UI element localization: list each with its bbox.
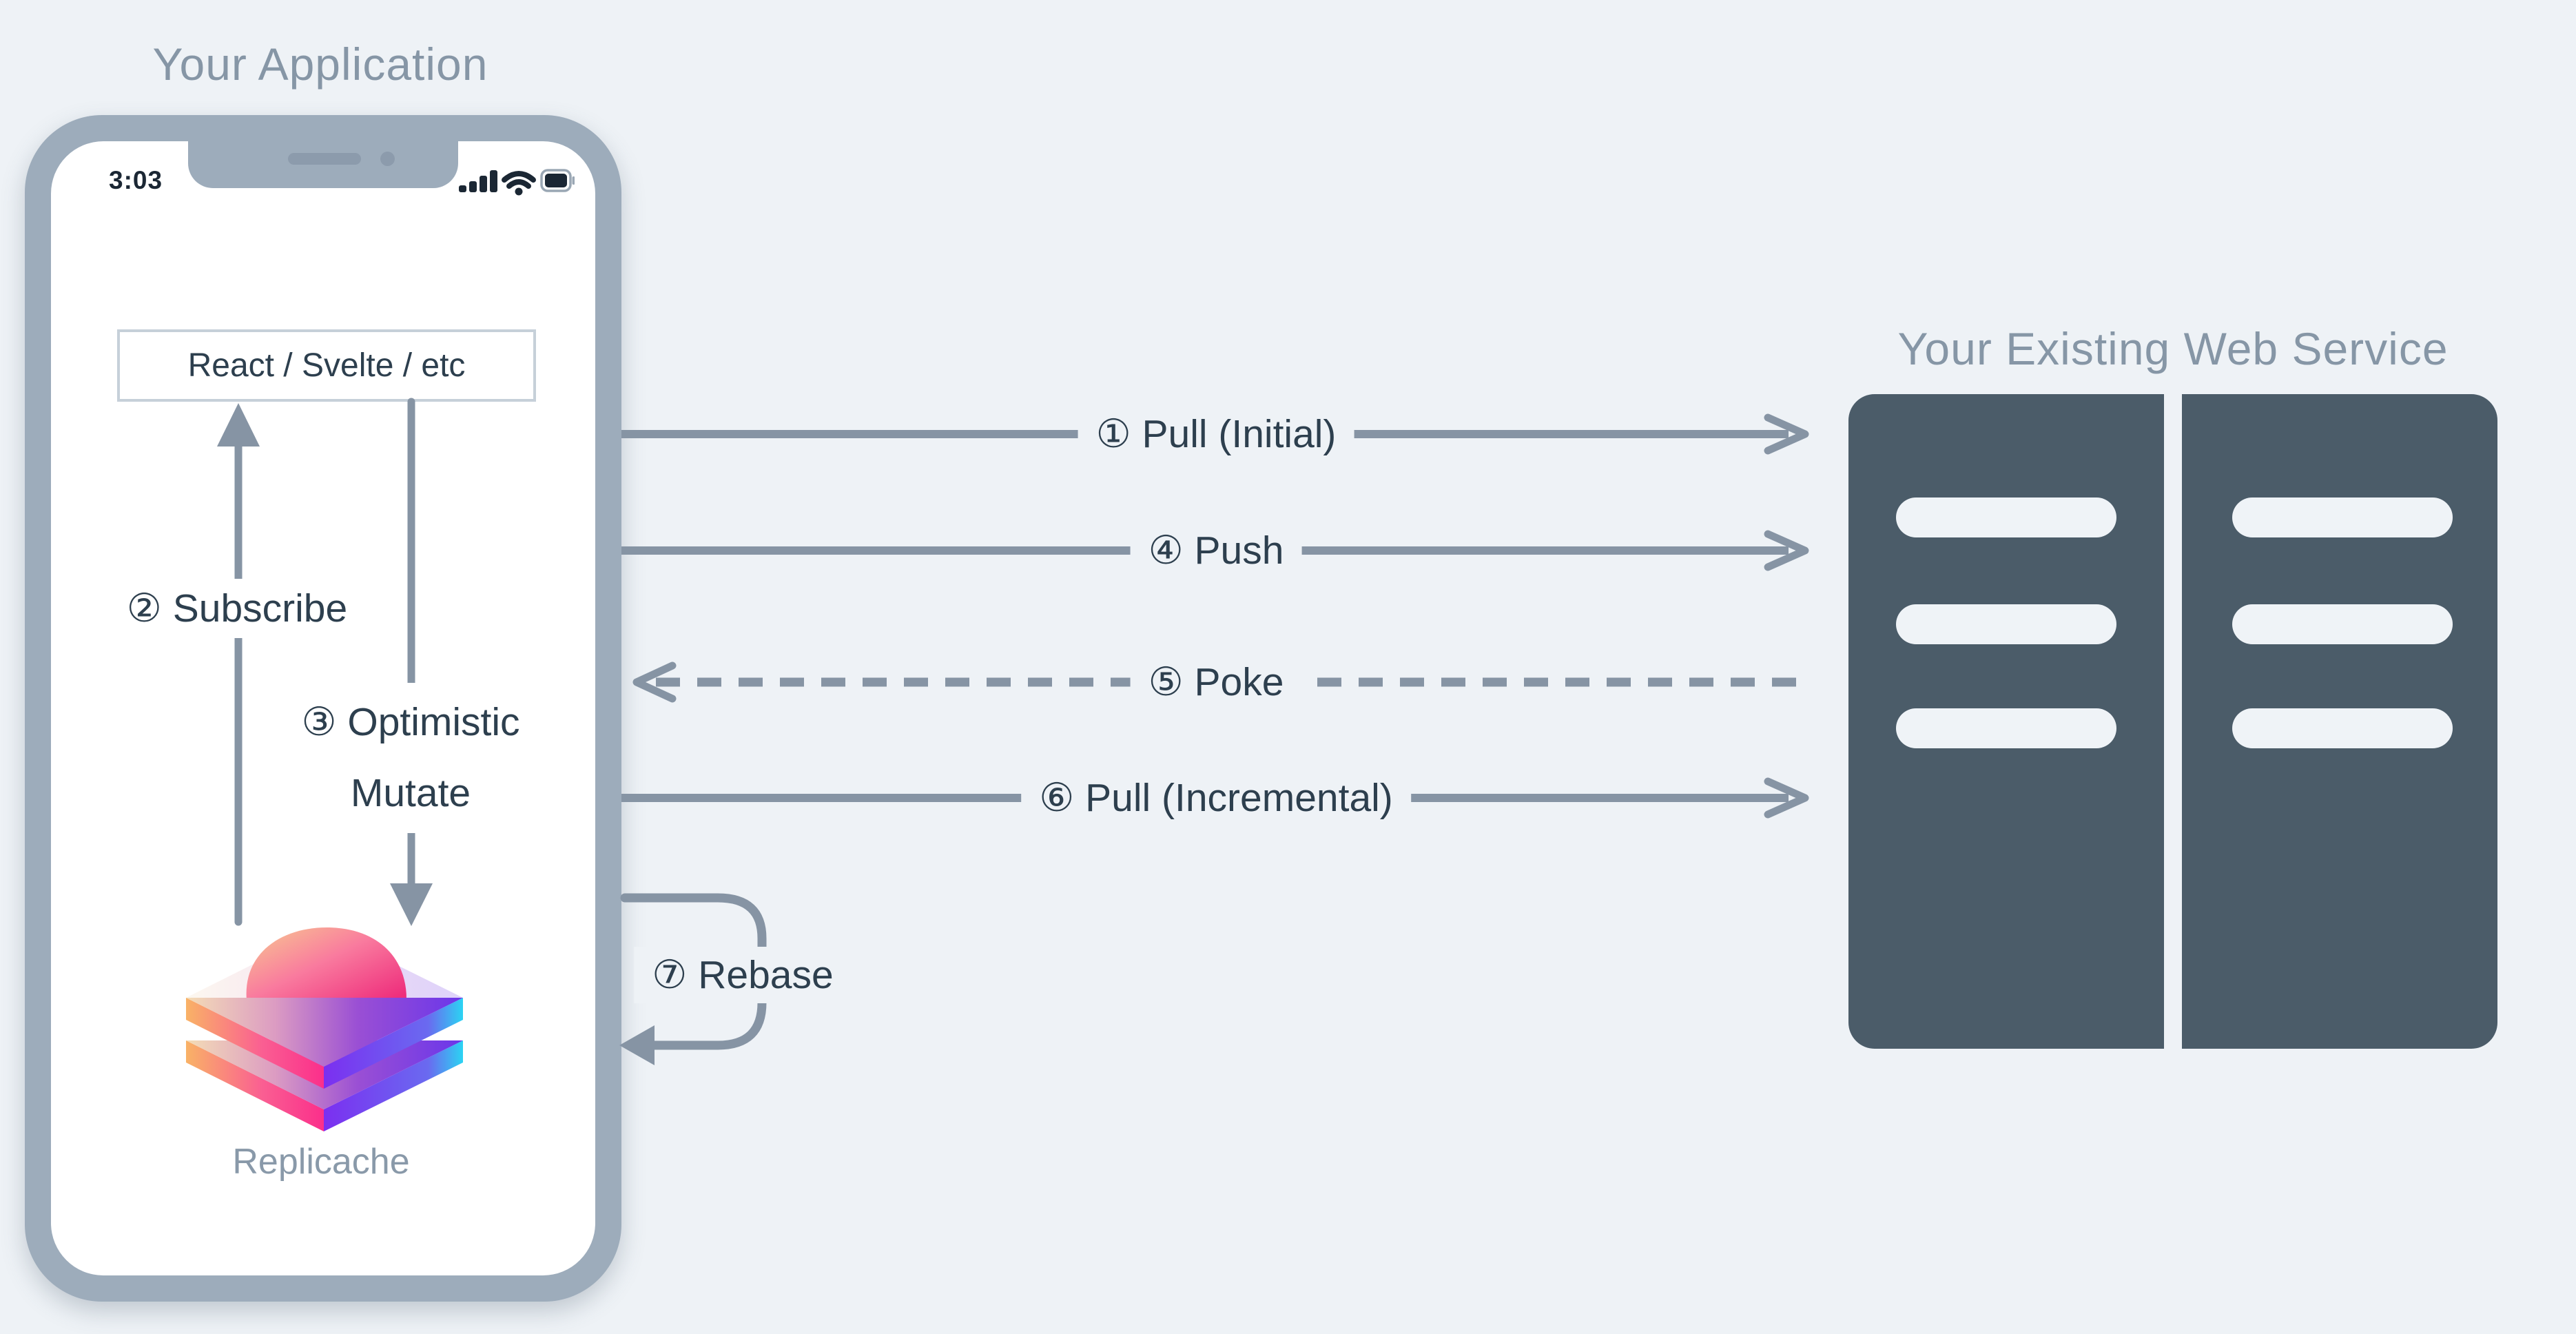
pull-initial-label: ① Pull (Initial)	[1078, 406, 1354, 462]
server-rack	[1848, 394, 2497, 1049]
wifi-icon	[502, 171, 536, 196]
status-icons	[459, 169, 575, 196]
tower-divider	[2164, 394, 2182, 1049]
camera-dot-icon	[380, 152, 395, 166]
server-slot	[2232, 708, 2453, 748]
framework-box: React / Svelte / etc	[117, 329, 536, 402]
signal-icon	[459, 170, 497, 192]
arrowhead-right-icon	[1764, 777, 1809, 819]
replicache-logo	[186, 927, 463, 1131]
arrowhead-right-icon	[1764, 413, 1809, 455]
server-slot	[1896, 604, 2116, 644]
server-slot	[2232, 604, 2453, 644]
web-service-title: Your Existing Web Service	[1897, 323, 2449, 374]
application-title: Your Application	[152, 39, 488, 90]
server-slot	[1896, 708, 2116, 748]
logo-middle-plate	[186, 998, 463, 1089]
status-time: 3:03	[109, 166, 163, 194]
logo-petal	[246, 927, 407, 1000]
push-label: ④ Push	[1130, 522, 1302, 579]
optimistic-mutate-label: ③ Optimistic Mutate	[245, 683, 576, 833]
rebase-label: ⑦ Rebase	[634, 947, 852, 1003]
battery-icon	[540, 169, 575, 192]
poke-label: ⑤ Poke	[1130, 654, 1302, 710]
replicache-label: Replicache	[232, 1142, 410, 1182]
framework-box-label: React / Svelte / etc	[187, 347, 466, 384]
arrowhead-left-icon	[632, 661, 677, 703]
speaker-grille-icon	[288, 153, 361, 165]
phone-notch	[188, 141, 458, 188]
server-slot	[1896, 497, 2116, 537]
server-slot	[2232, 497, 2453, 537]
pull-incremental-label: ⑥ Pull (Incremental)	[1021, 770, 1411, 826]
arrowhead-right-icon	[1764, 530, 1809, 571]
subscribe-label: ② Subscribe	[105, 579, 369, 638]
arrowhead-left-icon	[619, 1025, 655, 1065]
